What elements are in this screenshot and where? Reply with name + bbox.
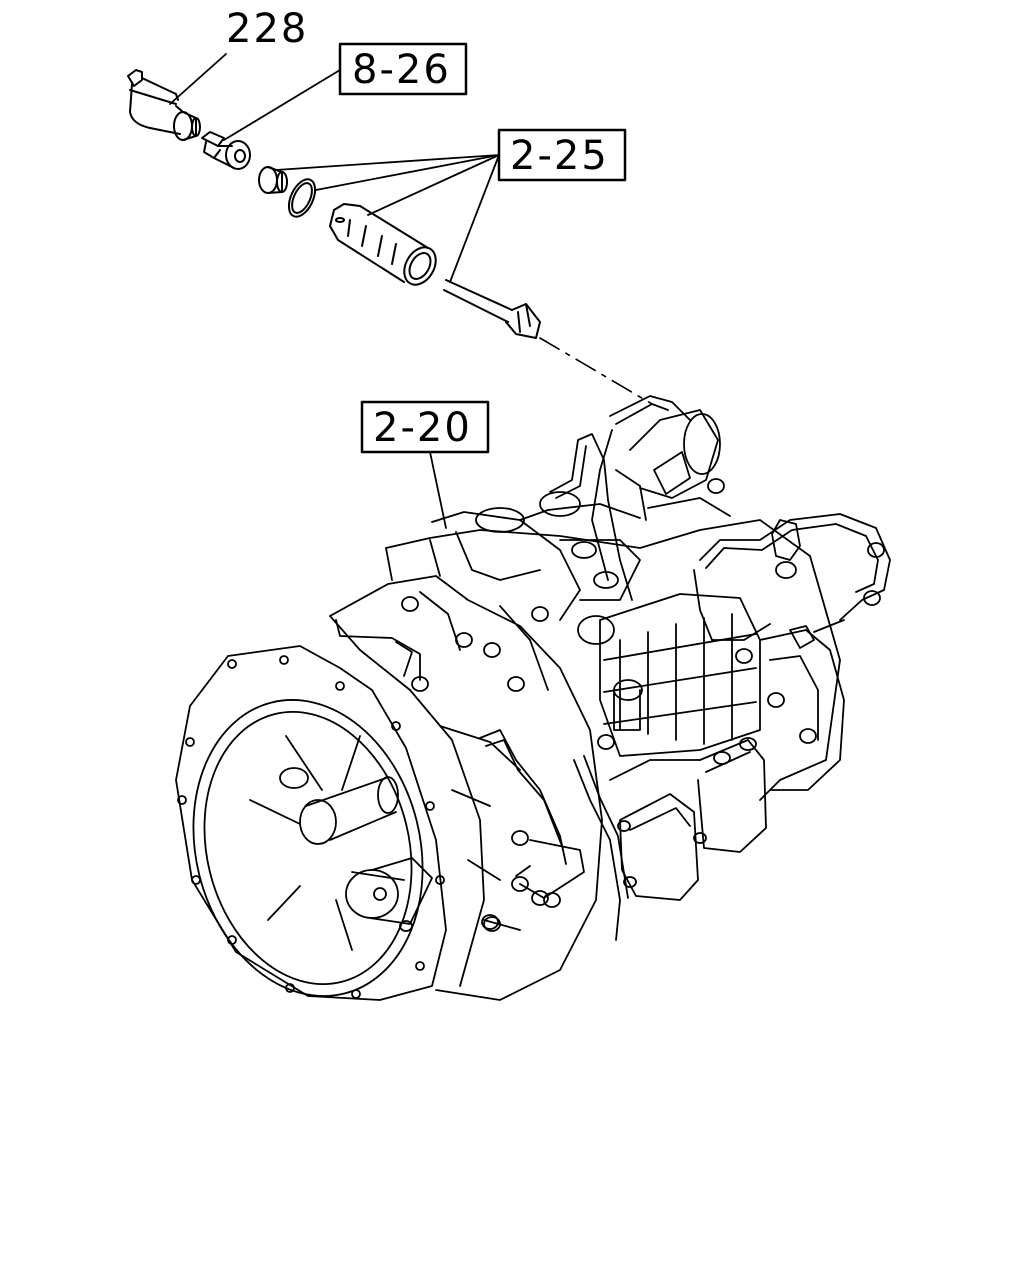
shift-housing [431, 409, 731, 621]
ref-box-2-25-label: 2-25 [510, 133, 609, 179]
lower-fittings [479, 648, 817, 941]
release-lever [345, 857, 433, 932]
label-228: 228 [226, 6, 308, 52]
ref-box-8-26[interactable]: 8-26 [338, 42, 468, 96]
valve-block [577, 593, 761, 757]
leader-2-25-b [315, 154, 500, 191]
part-2-25-sleeve[interactable] [329, 203, 442, 290]
leader-8-26 [223, 69, 341, 141]
ref-box-2-20-frame [360, 400, 490, 454]
leader-2-25-d [449, 154, 500, 283]
leader-2-25-a [275, 154, 500, 171]
bell-housing [175, 645, 447, 1001]
alignment-dash-line [539, 337, 653, 405]
part-2-25-o-ring[interactable] [284, 175, 321, 221]
leader-2-25-c [367, 154, 500, 216]
input-shaft [279, 767, 399, 845]
main-case [329, 519, 841, 1001]
leader-228 [169, 53, 227, 105]
part-2-25-nut[interactable] [258, 166, 288, 194]
leader-lines [169, 53, 500, 529]
ref-box-8-26-label: 8-26 [352, 47, 451, 93]
air-lines [549, 395, 891, 649]
ref-box-8-26-frame [338, 42, 468, 96]
part-2-25-shaft[interactable] [443, 279, 541, 339]
ref-box-2-20-label: 2-20 [373, 405, 472, 451]
ref-box-2-20[interactable]: 2-20 [360, 400, 490, 454]
leader-2-20 [429, 451, 447, 529]
rear-housing [609, 629, 845, 791]
part-228-switch[interactable] [127, 69, 201, 141]
control-modules [617, 737, 767, 901]
part-8-26-sensor[interactable] [201, 131, 251, 170]
transmission-assembly[interactable] [163, 395, 891, 1021]
ref-box-2-25[interactable]: 2-25 [497, 128, 627, 182]
